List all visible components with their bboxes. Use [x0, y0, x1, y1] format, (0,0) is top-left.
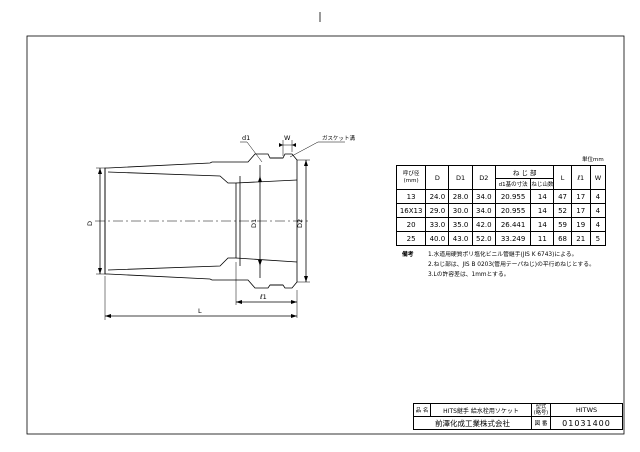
- cell-D2: 34.0: [471, 203, 496, 218]
- cell-thread-d1: 20.955: [494, 203, 532, 218]
- title-company: 前澤化成工業株式会社: [413, 416, 532, 430]
- cell-nominal: 20: [395, 217, 427, 232]
- header-thread-count: ねじ山数: [530, 178, 555, 190]
- cell-thread-count: 11: [530, 231, 555, 246]
- arrow-D1-bottom: [258, 260, 262, 266]
- header-L: L: [553, 165, 572, 190]
- cell-D1: 43.0: [448, 231, 473, 246]
- cell-thread-d1: 20.955: [494, 189, 532, 204]
- title-block: 品 名 HITS継手 給水栓用ソケット 型式 (略号) HITWS 前澤化成工業…: [413, 403, 623, 430]
- label-D1: D1: [250, 219, 258, 228]
- arrow-l1-left: [236, 300, 242, 304]
- cell-W: 4: [589, 203, 607, 218]
- header-D2: D2: [471, 165, 496, 190]
- arrow-D2-bottom: [304, 276, 308, 282]
- header-thread: ね じ 部: [494, 165, 555, 179]
- cell-nominal: 25: [395, 231, 427, 246]
- notes-block: 備考 1.水道用硬質ポリ塩化ビニル管継手(JIS K 6743)による。 2.ね…: [402, 250, 595, 280]
- table-row: 25 40.0 43.0 52.0 33.249 11 68 21 5: [395, 231, 607, 246]
- notes-list: 1.水道用硬質ポリ塩化ビニル管継手(JIS K 6743)による。 2.ねじ部は…: [402, 250, 595, 280]
- title-drawing-no-label: 図 番: [531, 416, 551, 430]
- cell-W: 4: [589, 217, 607, 232]
- cell-D2: 42.0: [471, 217, 496, 232]
- cell-D1: 28.0: [448, 189, 473, 204]
- label-L: L: [198, 307, 202, 315]
- cell-D1: 35.0: [448, 217, 473, 232]
- gasket-leader: [289, 141, 319, 158]
- cell-D2: 34.0: [471, 189, 496, 204]
- label-D2: D2: [296, 219, 304, 228]
- table-header-row: 呼び径 (mm) D D1 D2 ね じ 部 L ℓ1 W: [395, 165, 607, 190]
- cell-D: 33.0: [425, 217, 450, 232]
- title-drawing-no-value: 01031400: [550, 416, 623, 430]
- title-name-value: HITS継手 給水栓用ソケット: [430, 403, 532, 417]
- cell-W: 5: [589, 231, 607, 246]
- arrow-D-bottom: [98, 268, 102, 274]
- cell-thread-d1: 26.441: [494, 217, 532, 232]
- socket-outer-profile: [104, 153, 298, 289]
- socket-shoulder-top: [235, 179, 298, 184]
- title-model-label: 型式 (略号): [531, 403, 551, 417]
- note-item: 3.Lの許容差は、1mmとする。: [428, 272, 510, 278]
- cell-D: 24.0: [425, 189, 450, 204]
- table-row: 13 24.0 28.0 34.0 20.955 14 47 17 4: [395, 189, 607, 204]
- cell-thread-count: 14: [530, 203, 555, 218]
- header-thread-d1: d1基の寸法: [494, 178, 532, 190]
- label-l1: ℓ1: [260, 293, 267, 301]
- arrow-L-left: [105, 314, 111, 318]
- table-row: 20 33.0 35.0 42.0 26.441 14 59 19 4: [395, 217, 607, 232]
- cell-nominal: 13: [395, 189, 427, 204]
- cell-W: 4: [589, 189, 607, 204]
- socket-shoulder-bottom: [235, 257, 298, 263]
- arrow-W-right: [292, 143, 296, 147]
- cell-thread-count: 14: [530, 217, 555, 232]
- arrow-D2-top: [304, 160, 308, 166]
- note-item: 1.水道用硬質ポリ塩化ビニル管継手(JIS K 6743)による。: [428, 252, 578, 258]
- unit-label: 単位mm: [582, 157, 604, 163]
- arrow-l1-right: [291, 300, 297, 304]
- note-item: 2.ねじ部は、JIS B 0203(管用テーパねじ)の平行めねじとする。: [428, 262, 595, 268]
- header-W: W: [589, 165, 607, 190]
- cell-l1: 21: [570, 231, 591, 246]
- cell-thread-d1: 33.249: [494, 231, 532, 246]
- cell-L: 47: [553, 189, 572, 204]
- cell-D1: 30.0: [448, 203, 473, 218]
- title-row-company: 前澤化成工業株式会社 図 番 01031400: [413, 416, 623, 430]
- sheet-frame: [26, 35, 625, 435]
- label-D: D: [86, 221, 94, 226]
- arrow-D-top: [98, 168, 102, 174]
- socket-drawing: [95, 140, 345, 320]
- header-D1: D1: [448, 165, 473, 190]
- cell-l1: 17: [570, 189, 591, 204]
- cell-nominal: 16X13: [395, 203, 427, 218]
- header-l1: ℓ1: [570, 165, 591, 190]
- cell-D: 40.0: [425, 231, 450, 246]
- cell-L: 59: [553, 217, 572, 232]
- dimension-arrows: [98, 143, 308, 318]
- arrow-W-left: [279, 143, 283, 147]
- label-gasket-groove: ガスケット溝: [322, 134, 356, 142]
- dimension-table: 呼び径 (mm) D D1 D2 ね じ 部 L ℓ1 W d1基の寸法 ねじ山…: [395, 165, 607, 246]
- socket-bore: [107, 171, 237, 271]
- dim-d1-leader: [246, 141, 263, 163]
- label-W: W: [284, 134, 291, 142]
- notes-label: 備考: [402, 252, 414, 258]
- cell-l1: 17: [570, 203, 591, 218]
- arrow-D1-top: [258, 176, 262, 182]
- cell-L: 68: [553, 231, 572, 246]
- header-D: D: [425, 165, 450, 190]
- label-d1: d1: [242, 134, 250, 142]
- header-nominal: 呼び径 (mm): [395, 165, 427, 190]
- table-row: 16X13 29.0 30.0 34.0 20.955 14 52 17 4: [395, 203, 607, 218]
- cell-D: 29.0: [425, 203, 450, 218]
- arrow-L-right: [291, 314, 297, 318]
- title-row-name: 品 名 HITS継手 給水栓用ソケット 型式 (略号) HITWS: [413, 403, 623, 417]
- cell-D2: 52.0: [471, 231, 496, 246]
- cell-thread-count: 14: [530, 189, 555, 204]
- cell-l1: 19: [570, 217, 591, 232]
- title-model-value: HITWS: [550, 403, 623, 417]
- title-name-label: 品 名: [413, 403, 431, 417]
- cell-L: 52: [553, 203, 572, 218]
